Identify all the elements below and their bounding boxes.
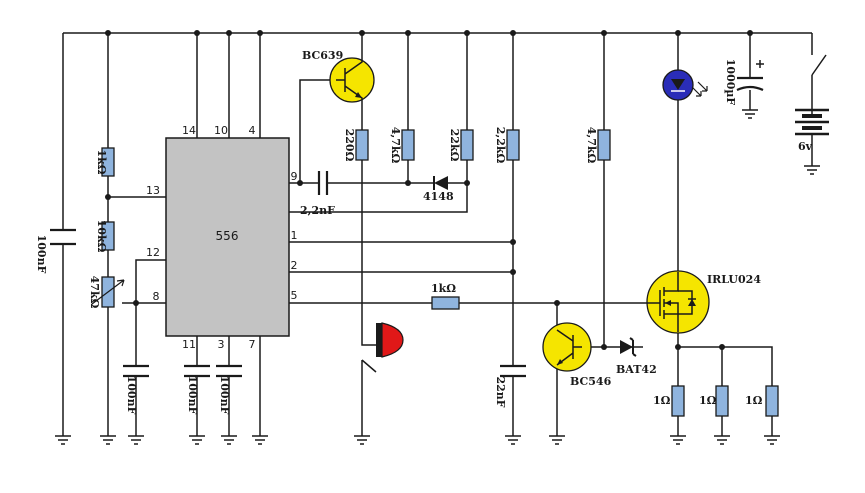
resistor-22k bbox=[460, 129, 474, 161]
label-47k: 47kΩ bbox=[88, 276, 101, 309]
capacitor-100nF-pin3 bbox=[216, 364, 242, 378]
label-bc546: BC546 bbox=[570, 375, 612, 388]
pin-8-label: 8 bbox=[153, 290, 160, 303]
led bbox=[662, 69, 708, 101]
resistor-10k bbox=[101, 221, 115, 251]
capacitor-1000uF bbox=[736, 60, 764, 92]
label-4k7-a: 4,7kΩ bbox=[389, 127, 402, 164]
ic-label: 556 bbox=[216, 229, 239, 243]
label-4k7-b: 4,7kΩ bbox=[585, 127, 598, 164]
battery bbox=[795, 108, 829, 136]
label-1k-gate: 1kΩ bbox=[431, 282, 456, 295]
pin-1-label: 1 bbox=[291, 229, 298, 242]
resistor-4k7-b bbox=[597, 129, 611, 161]
capacitor-100nF-left bbox=[50, 228, 76, 246]
label-1k-top: 1kΩ bbox=[95, 149, 108, 174]
piezo-buzzer bbox=[376, 322, 404, 358]
label-bat42: BAT42 bbox=[616, 363, 657, 376]
transistor-bc639 bbox=[329, 57, 375, 103]
component-labels: 1kΩ 10kΩ 47kΩ 100nF 100nF 100nF 100nF 2,… bbox=[35, 49, 813, 415]
resistor-2k2 bbox=[506, 129, 520, 161]
label-irlu024: IRLU024 bbox=[707, 273, 761, 286]
label-1ohm-a: 1Ω bbox=[653, 394, 671, 407]
ground-symbols bbox=[55, 109, 820, 445]
resistor-1k-top bbox=[101, 147, 115, 177]
resistor-1k-gate bbox=[431, 296, 460, 310]
capacitor-2n2 bbox=[317, 171, 329, 195]
pin-12-label: 12 bbox=[146, 246, 160, 259]
label-10k: 10kΩ bbox=[95, 220, 108, 253]
diode-4148 bbox=[433, 176, 448, 190]
pin-10-label: 10 bbox=[214, 124, 228, 137]
label-220: 220Ω bbox=[343, 129, 356, 162]
resistor-1ohm-c bbox=[765, 385, 779, 417]
capacitors bbox=[50, 60, 764, 378]
pin-13-label: 13 bbox=[146, 184, 160, 197]
mosfet-irlu024 bbox=[640, 270, 710, 334]
label-100nF-pin8: 100nF bbox=[125, 376, 138, 415]
transistor-bc546 bbox=[542, 322, 592, 372]
label-1ohm-b: 1Ω bbox=[699, 394, 717, 407]
pin-2-label: 2 bbox=[291, 259, 298, 272]
label-1000uF: 1000µF bbox=[724, 59, 737, 106]
ic-556: 556 14 10 4 13 12 8 9 1 2 5 11 3 7 bbox=[146, 124, 298, 351]
pin-4-label: 4 bbox=[249, 124, 256, 137]
label-1ohm-c: 1Ω bbox=[745, 394, 763, 407]
label-22nF: 22nF bbox=[494, 376, 507, 407]
resistor-4k7-a bbox=[401, 129, 415, 161]
label-100nF-pin11: 100nF bbox=[186, 376, 199, 415]
pin-14-label: 14 bbox=[182, 124, 196, 137]
resistor-1ohm-a bbox=[671, 385, 685, 417]
resistor-1ohm-b bbox=[715, 385, 729, 417]
label-22k: 22kΩ bbox=[448, 129, 461, 162]
label-100nF-left: 100nF bbox=[35, 235, 48, 274]
junction-dots bbox=[105, 30, 753, 350]
pin-11-label: 11 bbox=[182, 338, 196, 351]
diode-bat42 bbox=[620, 337, 637, 357]
capacitor-22nF bbox=[500, 364, 526, 378]
label-100nF-pin3: 100nF bbox=[218, 376, 231, 415]
label-4148: 4148 bbox=[423, 190, 454, 203]
label-2k2: 2,2kΩ bbox=[494, 127, 507, 164]
pin-3-label: 3 bbox=[218, 338, 225, 351]
label-2n2: 2,2nF bbox=[300, 204, 335, 217]
wires bbox=[62, 32, 827, 436]
potentiometer-arrow bbox=[91, 279, 125, 305]
resistors bbox=[91, 129, 779, 417]
pin-9-label: 9 bbox=[291, 170, 298, 183]
capacitor-100nF-pin8 bbox=[123, 364, 149, 378]
pin-7-label: 7 bbox=[249, 338, 256, 351]
label-6v: 6v bbox=[798, 140, 813, 153]
resistor-220 bbox=[355, 129, 369, 161]
label-bc639: BC639 bbox=[302, 49, 343, 62]
capacitor-100nF-pin11 bbox=[184, 364, 210, 378]
pin-5-label: 5 bbox=[291, 289, 298, 302]
